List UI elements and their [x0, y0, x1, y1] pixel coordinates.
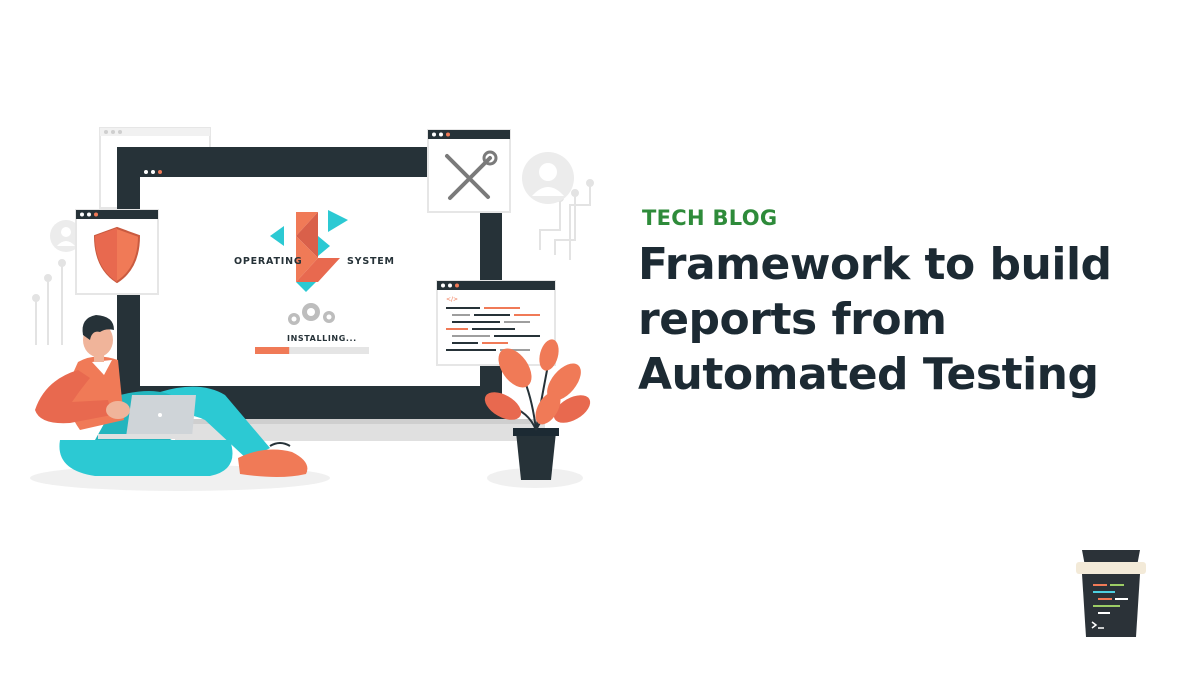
title-line-2: reports from: [638, 294, 947, 345]
os-label-left: OPERATING: [234, 256, 302, 267]
gear-icon: [288, 303, 335, 325]
coffee-cup-icon: [1076, 550, 1146, 637]
progress-fill: [255, 347, 290, 354]
plant-icon: [484, 339, 591, 480]
tools-window: [427, 129, 511, 213]
os-logo-icon: [270, 210, 348, 292]
user-avatar-icon: [522, 152, 574, 204]
person: [35, 315, 308, 477]
user-avatar-icon-small: [50, 220, 82, 252]
shield-window: [75, 209, 159, 295]
code-tag: </>: [446, 296, 458, 303]
progress-track: [255, 347, 369, 354]
page-title: Framework to build reports from Automate…: [638, 237, 1178, 402]
tools-icon: [445, 154, 492, 200]
title-line-1: Framework to build: [638, 239, 1112, 290]
os-label-right: SYSTEM: [347, 256, 395, 267]
install-status: INSTALLING...: [287, 334, 357, 343]
code-lines: [446, 307, 540, 351]
blog-kicker: TECH BLOG: [642, 206, 778, 230]
title-line-3: Automated Testing: [638, 349, 1099, 400]
code-window: </>: [436, 280, 556, 366]
